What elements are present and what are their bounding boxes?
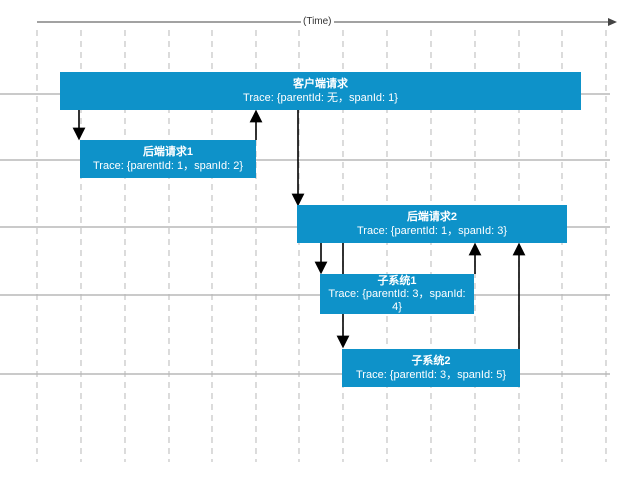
span-backend-request-1: 后端请求1 Trace: {parentId: 1，spanId: 2} xyxy=(80,140,256,178)
time-axis-label: (Time) xyxy=(301,16,334,27)
span-client-request: 客户端请求 Trace: {parentId: 无，spanId: 1} xyxy=(60,72,581,110)
span-trace: Trace: {parentId: 1，spanId: 2} xyxy=(92,160,244,172)
span-backend-request-2: 后端请求2 Trace: {parentId: 1，spanId: 3} xyxy=(297,205,567,243)
span-subsystem-1: 子系统1 Trace: {parentId: 3，spanId: 4} xyxy=(320,274,474,314)
span-name: 子系统1 xyxy=(377,274,417,287)
span-name: 后端请求1 xyxy=(142,146,194,158)
span-name: 子系统2 xyxy=(411,355,451,367)
span-trace: Trace: {parentId: 1，spanId: 3} xyxy=(356,225,508,237)
span-name: 客户端请求 xyxy=(293,78,348,90)
span-name: 后端请求2 xyxy=(406,211,458,223)
span-trace: Trace: {parentId: 无，spanId: 1} xyxy=(243,92,398,104)
span-trace: Trace: {parentId: 3，spanId: 5} xyxy=(355,369,507,381)
span-subsystem-2: 子系统2 Trace: {parentId: 3，spanId: 5} xyxy=(342,349,520,387)
span-trace: Trace: {parentId: 3，spanId: 4} xyxy=(328,287,466,313)
